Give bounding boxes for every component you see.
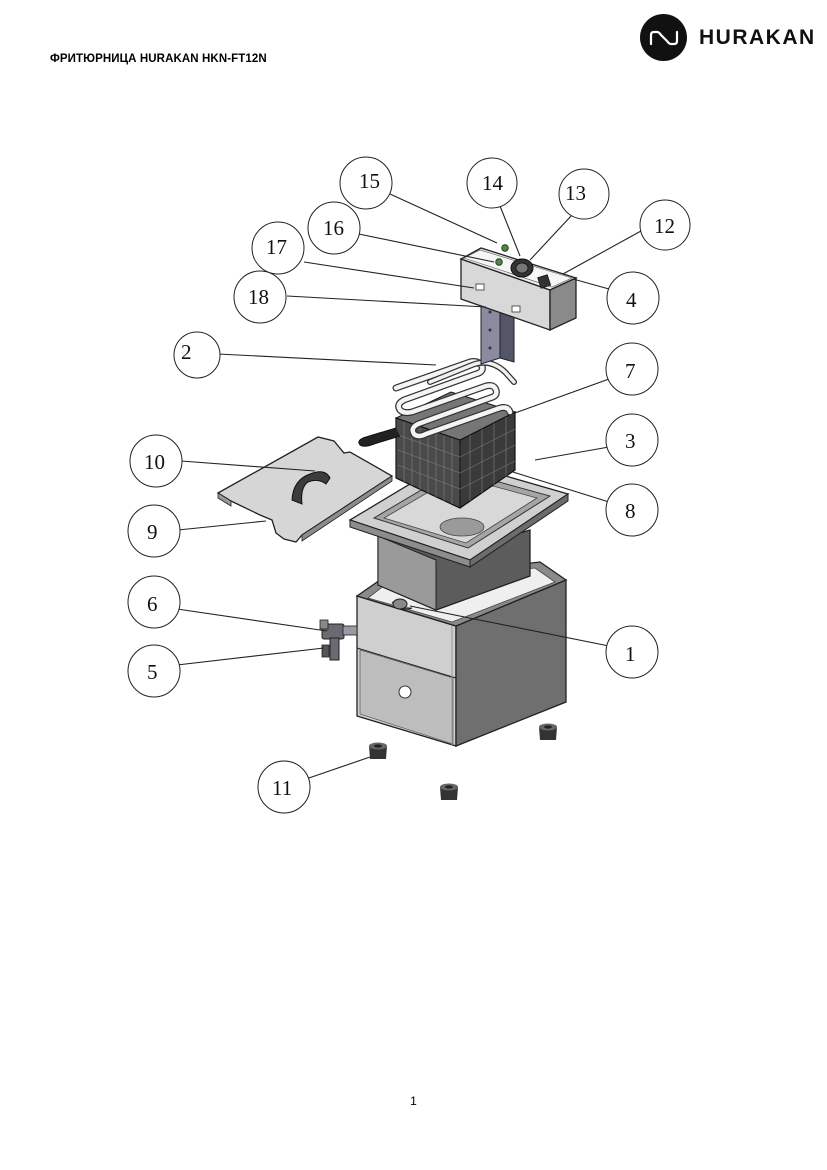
logo-mark-icon — [640, 14, 687, 61]
callout-16: 16 — [307, 201, 361, 255]
lid — [216, 436, 394, 543]
heating-element — [392, 358, 517, 440]
callout-12: 12 — [639, 199, 691, 251]
callout-7: 7 — [605, 342, 659, 396]
callout-4: 4 — [606, 271, 660, 325]
callout-17: 17 — [251, 221, 305, 275]
svg-text:15: 15 — [359, 169, 380, 193]
svg-text:13: 13 — [565, 181, 586, 205]
svg-text:10: 10 — [144, 450, 165, 474]
svg-text:4: 4 — [626, 288, 637, 312]
drain-tap — [319, 619, 358, 661]
callout-bubbles: 15 14 13 12 16 17 18 4 — [127, 156, 691, 814]
callout-15: 15 — [339, 156, 393, 210]
fryer-drawing — [216, 244, 578, 800]
svg-text:2: 2 — [181, 340, 192, 364]
callout-8: 8 — [605, 483, 659, 537]
callout-13: 13 — [558, 168, 610, 220]
svg-text:8: 8 — [625, 499, 636, 523]
callout-10: 10 — [129, 434, 183, 488]
svg-text:16: 16 — [323, 216, 344, 240]
svg-text:14: 14 — [482, 171, 504, 195]
callout-1: 1 — [605, 625, 659, 679]
svg-text:9: 9 — [147, 520, 158, 544]
document-title: ФРИТЮРНИЦА HURAKAN HKN-FT12N — [50, 53, 267, 65]
brand-name: HURAKAN — [699, 25, 816, 49]
svg-text:17: 17 — [266, 235, 287, 259]
page-number: 1 — [410, 1094, 417, 1108]
callout-9: 9 — [127, 504, 181, 558]
thermostat-knob — [510, 258, 534, 278]
svg-text:1: 1 — [625, 642, 636, 666]
callout-11: 11 — [257, 760, 311, 814]
callout-6: 6 — [127, 575, 181, 629]
svg-text:12: 12 — [654, 214, 675, 238]
svg-text:7: 7 — [625, 359, 636, 383]
callout-14: 14 — [466, 157, 518, 209]
brand-logo: HURAKAN — [640, 14, 816, 61]
svg-text:6: 6 — [147, 592, 158, 616]
callout-2: 2 — [173, 331, 221, 379]
callout-3: 3 — [605, 413, 659, 467]
fryer-feet — [369, 723, 557, 800]
svg-text:11: 11 — [272, 776, 292, 800]
svg-text:3: 3 — [625, 429, 636, 453]
svg-text:5: 5 — [147, 660, 158, 684]
control-panel — [459, 244, 578, 332]
leader-lines — [176, 193, 642, 780]
callout-18: 18 — [233, 270, 287, 324]
svg-text:18: 18 — [248, 285, 269, 309]
callout-5: 5 — [127, 644, 181, 698]
